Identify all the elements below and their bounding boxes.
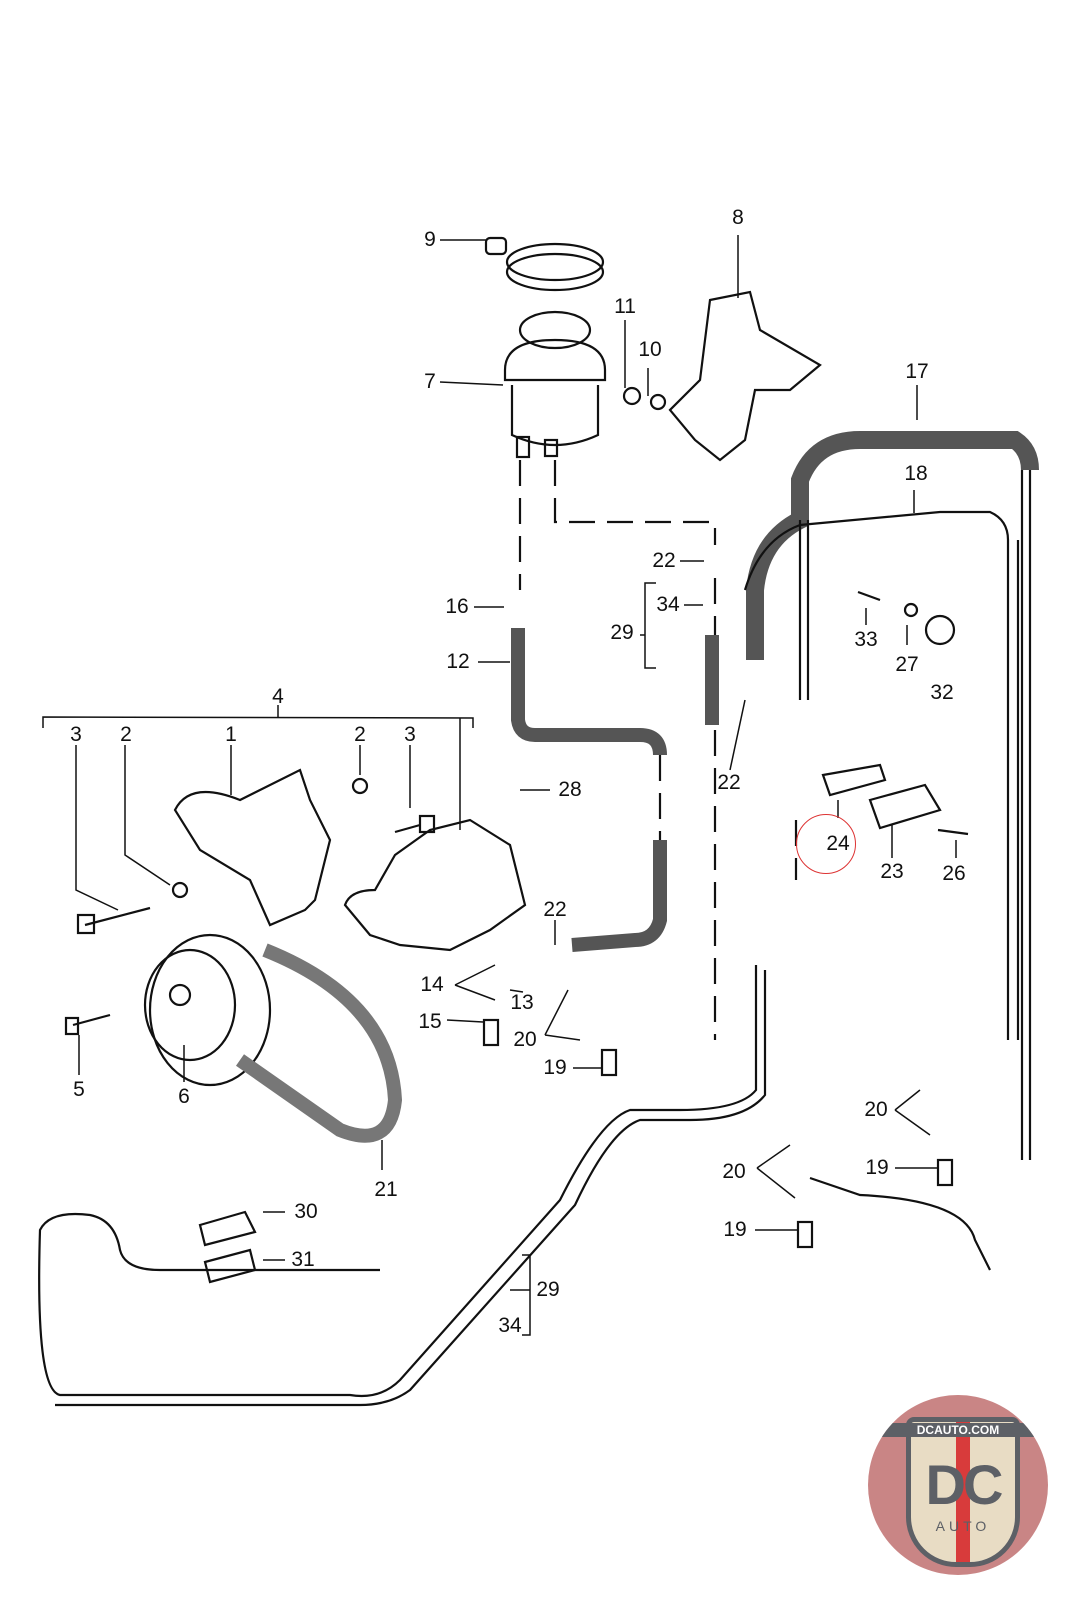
- callout-1: 1: [225, 723, 237, 746]
- return-line-part: [38, 965, 758, 1398]
- callout-9: 9: [424, 228, 436, 251]
- callout-3: 3: [404, 723, 416, 746]
- callout-16: 16: [445, 595, 469, 618]
- callout-3: 3: [70, 723, 82, 746]
- callout-27: 27: [895, 653, 919, 676]
- dcauto-logo: DC AUTO DCAUTO.COM: [868, 1395, 1048, 1575]
- callout-22: 22: [717, 771, 741, 794]
- logo-shield: DC AUTO: [906, 1417, 1020, 1567]
- callout-19: 19: [723, 1218, 747, 1241]
- callout-24: 24: [826, 832, 850, 855]
- callout-33: 33: [854, 628, 878, 651]
- pulley-part: [143, 933, 272, 1087]
- callout-8: 8: [732, 206, 744, 229]
- callout-20: 20: [722, 1160, 746, 1183]
- callout-34: 34: [498, 1314, 522, 1337]
- callout-4: 4: [272, 685, 284, 708]
- callout-5: 5: [73, 1078, 85, 1101]
- highlight-circle-24: [796, 814, 856, 874]
- callout-11: 11: [614, 295, 636, 318]
- reservoir-part: [503, 310, 607, 459]
- callout-19: 19: [865, 1156, 889, 1179]
- logo-sub: AUTO: [935, 1518, 991, 1534]
- bolt-parts: [64, 590, 969, 1249]
- logo-mark: DC: [925, 1453, 1004, 1516]
- pressure-line-part: [743, 510, 1020, 1040]
- callout-20: 20: [513, 1028, 537, 1051]
- callout-7: 7: [424, 370, 436, 393]
- logo-stripe: [956, 1422, 970, 1562]
- callout-29: 29: [610, 621, 634, 644]
- callout-20: 20: [864, 1098, 888, 1121]
- callout-28: 28: [558, 778, 582, 801]
- callout-13: 13: [510, 991, 534, 1014]
- hose-part: [571, 840, 667, 952]
- callout-30: 30: [294, 1200, 318, 1223]
- callout-10: 10: [638, 338, 662, 361]
- steering-pump-part: [343, 818, 527, 952]
- callout-2: 2: [120, 723, 132, 746]
- callout-14: 14: [420, 973, 444, 996]
- callout-2: 2: [354, 723, 366, 746]
- callout-22: 22: [652, 549, 676, 572]
- callout-34: 34: [656, 593, 680, 616]
- bracket-part: [668, 290, 822, 462]
- pressure-line-part: [809, 1176, 991, 1271]
- nut-part: [622, 386, 642, 406]
- hose-clamp-part: [484, 236, 605, 292]
- pressure-line-part: [1020, 470, 1032, 1160]
- callout-18: 18: [904, 462, 928, 485]
- callout-19: 19: [543, 1056, 567, 1079]
- pump-bracket-part: [173, 768, 332, 927]
- callout-15: 15: [418, 1010, 442, 1033]
- clip-parts: [198, 763, 942, 1284]
- callout-22: 22: [543, 898, 567, 921]
- washer-part: [649, 393, 667, 411]
- callout-26: 26: [942, 862, 966, 885]
- hose-part: [746, 431, 1039, 660]
- belt-part: [235, 943, 403, 1143]
- logo-url: DCAUTO.COM: [868, 1423, 1048, 1437]
- callout-6: 6: [178, 1085, 190, 1108]
- callout-32: 32: [930, 681, 954, 704]
- callout-23: 23: [880, 860, 904, 883]
- callout-31: 31: [291, 1248, 315, 1271]
- leader-lines: [42, 235, 957, 1336]
- callout-29: 29: [536, 1278, 560, 1301]
- callout-17: 17: [905, 360, 929, 383]
- callout-21: 21: [374, 1178, 398, 1201]
- return-line-part: [55, 970, 767, 1407]
- hose-part: [511, 628, 667, 756]
- callout-12: 12: [446, 650, 470, 673]
